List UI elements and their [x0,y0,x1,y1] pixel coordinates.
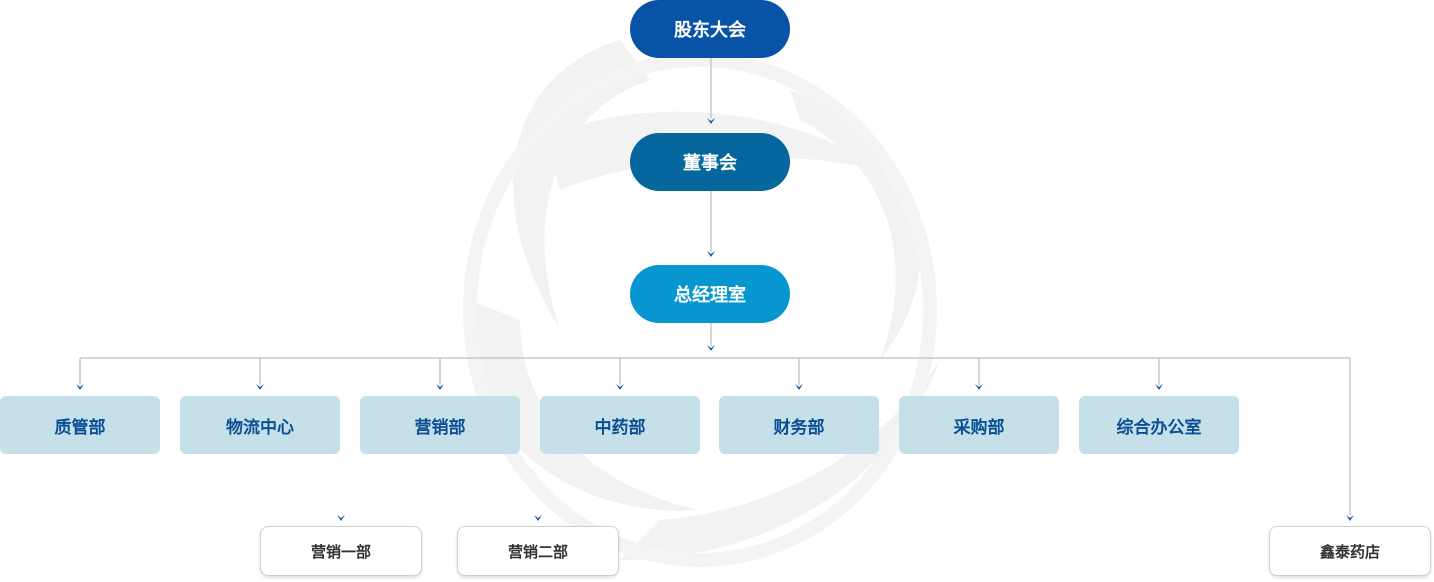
arrow-down-icon [337,515,345,521]
arrow-down-icon [707,345,715,351]
arrow-down-icon [616,384,624,390]
node-board-of-directors: 董事会 [630,133,790,191]
node-shareholders-meeting: 股东大会 [630,0,790,58]
arrow-down-icon [1346,515,1354,521]
dept-general-office: 综合办公室 [1079,396,1239,454]
arrow-down-icon [707,118,715,124]
node-general-manager-office: 总经理室 [630,265,790,323]
dept-quality-management: 质管部 [0,396,160,454]
dept-logistics-center: 物流中心 [180,396,340,454]
dept-procurement: 采购部 [899,396,1059,454]
arrow-down-icon [1155,384,1163,390]
dept-finance: 财务部 [719,396,879,454]
arrow-down-icon [76,384,84,390]
arrow-down-icon [975,384,983,390]
arrow-down-icon [707,251,715,257]
dept-marketing: 营销部 [360,396,520,454]
arrow-down-icon [436,384,444,390]
arrow-down-icon [534,515,542,521]
subunit-xintai-pharmacy: 鑫泰药店 [1269,526,1431,576]
subunit-sales-1: 营销一部 [260,526,422,576]
dept-chinese-medicine: 中药部 [540,396,700,454]
arrow-down-icon [795,384,803,390]
subunit-sales-2: 营销二部 [457,526,619,576]
arrow-down-icon [256,384,264,390]
